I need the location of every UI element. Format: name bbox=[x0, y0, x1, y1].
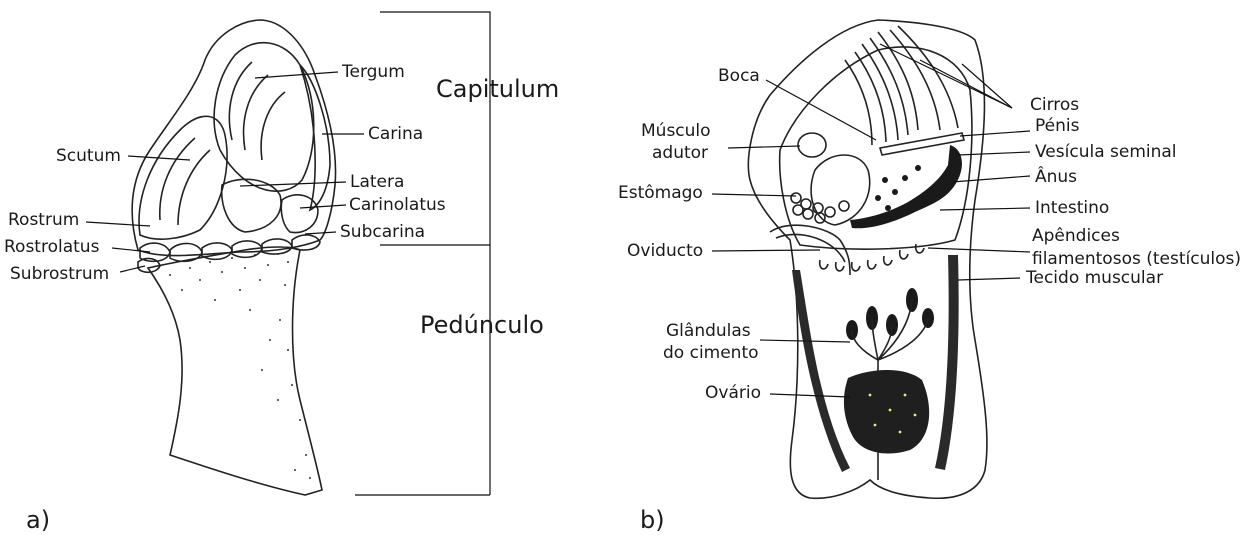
stomach-lobes bbox=[791, 193, 849, 223]
label-vesicula: Vesícula seminal bbox=[1035, 142, 1177, 162]
carina-plate bbox=[300, 65, 330, 210]
label-capitulum: Capitulum bbox=[436, 75, 559, 103]
ovary bbox=[844, 370, 929, 454]
label-glandulas: Glândulas bbox=[666, 321, 751, 341]
label-anus: Ânus bbox=[1035, 165, 1077, 187]
cirri bbox=[845, 26, 958, 145]
muscle-band-right bbox=[935, 255, 959, 470]
label-penis: Pénis bbox=[1035, 116, 1080, 136]
label-oviducto: Oviducto bbox=[627, 241, 703, 261]
muscle-band-left bbox=[792, 270, 850, 472]
label-intestino: Intestino bbox=[1035, 198, 1109, 218]
panel-a-letter: a) bbox=[26, 506, 50, 534]
label-apendices: Apêndices bbox=[1032, 226, 1120, 246]
label-cirros: Cirros bbox=[1030, 95, 1079, 115]
barnacle-external-illustration bbox=[132, 20, 335, 495]
label-filamentosos: filamentosos (testículos) bbox=[1032, 249, 1241, 269]
seminal-vesicle bbox=[850, 145, 962, 228]
label-subrostrum: Subrostrum bbox=[10, 264, 109, 284]
label-carina: Carina bbox=[368, 124, 423, 144]
label-rostrum: Rostrum bbox=[8, 210, 79, 230]
barnacle-internal-illustration bbox=[748, 20, 987, 498]
label-boca: Boca bbox=[718, 66, 760, 86]
label-subcarina: Subcarina bbox=[340, 222, 425, 242]
scutum-plate bbox=[139, 116, 227, 239]
label-estomago: Estômago bbox=[618, 183, 703, 203]
label-rostrolatus: Rostrolatus bbox=[4, 237, 100, 257]
carinolatus-plate bbox=[281, 195, 318, 233]
label-latera: Latera bbox=[350, 172, 404, 192]
label-tergum: Tergum bbox=[341, 62, 405, 82]
latera-plate bbox=[222, 179, 281, 232]
label-peduncle: Pedúnculo bbox=[420, 311, 544, 339]
peduncle-shape bbox=[148, 247, 322, 495]
basal-plates bbox=[138, 235, 320, 272]
adductor-muscle bbox=[798, 133, 826, 157]
label-scutum: Scutum bbox=[56, 146, 121, 166]
peduncle-stipple bbox=[169, 253, 311, 479]
panel-a-labels: Tergum Carina Scutum Latera Carinolatus … bbox=[4, 62, 446, 284]
panel-b-labels: Boca Músculo adutor Estômago Oviducto Gl… bbox=[618, 66, 1241, 403]
label-do-cimento: do cimento bbox=[663, 343, 759, 363]
label-ovario: Ovário bbox=[705, 383, 761, 403]
label-tecido: Tecido muscular bbox=[1025, 268, 1163, 288]
label-carinolatus: Carinolatus bbox=[349, 195, 446, 215]
label-adutor: adutor bbox=[652, 143, 708, 163]
panel-a-leader-lines bbox=[86, 72, 364, 272]
label-musculo: Músculo bbox=[641, 121, 711, 141]
stomach bbox=[811, 155, 870, 225]
panel-b-letter: b) bbox=[640, 506, 665, 534]
